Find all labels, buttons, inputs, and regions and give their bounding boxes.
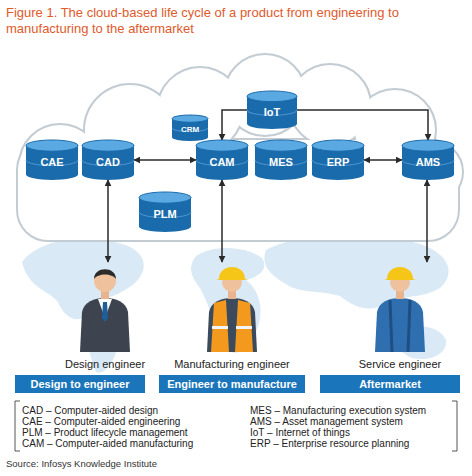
node-label: Aftermarket	[359, 378, 421, 390]
cloud	[18, 55, 462, 240]
connector-arrow	[426, 180, 428, 262]
database-cylinder: IoT	[247, 91, 297, 129]
role-label: Service engineer	[348, 358, 452, 370]
database-cylinder: AMS	[402, 140, 454, 180]
abbreviation-entry: ERP – Enterprise resource planning	[250, 438, 409, 449]
abbreviation-entry: AMS – Asset management system	[250, 416, 403, 427]
connector-arrow	[297, 110, 428, 140]
database-cylinder: MES	[255, 140, 307, 180]
source-caption: Source: Infosys Knowledge Institute	[6, 458, 157, 469]
connector-arrow	[221, 180, 223, 262]
connector-arrow	[107, 180, 109, 262]
node-label: AMS	[402, 140, 454, 169]
node-label: Engineer to manufacture	[167, 378, 297, 390]
database-cylinder: CAD	[82, 140, 134, 180]
node-label: IoT	[247, 91, 297, 119]
connector-arrow	[222, 110, 247, 140]
abbreviation-entry: CAE – Computer-aided engineering	[22, 416, 180, 427]
connector-arrow	[364, 159, 402, 161]
legend-brackets	[15, 401, 457, 451]
phase-bar: Engineer to manufacture	[159, 375, 305, 393]
database-cylinder: PLM	[139, 192, 191, 232]
connector-arrow	[134, 159, 196, 161]
node-label: Design to engineer	[30, 378, 129, 390]
node-label: PLM	[139, 192, 191, 221]
database-cylinder: CAE	[26, 140, 78, 180]
role-label: Design engineer	[53, 358, 157, 370]
node-label: CAD	[82, 140, 134, 169]
service-engineer-figure	[375, 267, 425, 352]
world-map	[22, 235, 449, 373]
node-label: CAM	[196, 140, 248, 169]
node-label: ERP	[312, 140, 364, 169]
abbreviation-entry: MES – Manufacturing execution system	[250, 405, 426, 416]
node-label: CRM	[172, 115, 208, 136]
design-engineer-figure	[80, 269, 130, 352]
database-cylinder: CRM	[172, 115, 208, 141]
node-label: MES	[255, 140, 307, 169]
role-figure: Design engineer	[53, 262, 157, 370]
phase-bar: Aftermarket	[320, 375, 460, 393]
node-label: CAE	[26, 140, 78, 169]
manufacturing-engineer-figure	[207, 267, 257, 352]
abbreviation-entry: PLM – Product lifecycle management	[22, 427, 188, 438]
abbreviation-entry: CAD – Computer-aided design	[22, 405, 158, 416]
figure-title: Figure 1. The cloud-based life cycle of …	[6, 5, 464, 37]
role-label: Manufacturing engineer	[170, 358, 294, 370]
role-figure: Service engineer	[348, 262, 452, 370]
role-figure: Manufacturing engineer	[170, 262, 294, 370]
phase-bar: Design to engineer	[15, 375, 145, 393]
abbreviation-entry: IoT – Internet of things	[250, 427, 350, 438]
database-cylinder: ERP	[312, 140, 364, 180]
database-cylinder: CAM	[196, 140, 248, 180]
abbreviation-entry: CAM – Computer-aided manufacturing	[22, 438, 193, 449]
